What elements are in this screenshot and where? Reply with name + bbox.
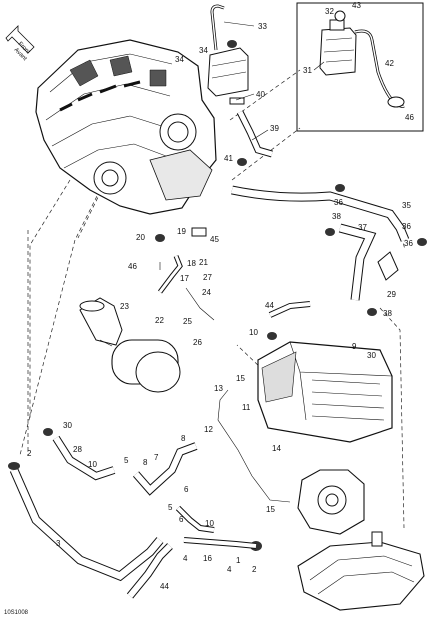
callout-15: 15 xyxy=(236,374,245,383)
upper-hoses xyxy=(231,110,410,301)
callout-36b: 36 xyxy=(402,222,411,231)
callout-labels: 33 34 34 40 39 41 32 43 31 42 46 36 35 3… xyxy=(27,1,414,591)
callout-4b: 4 xyxy=(227,565,232,574)
callout-4: 4 xyxy=(183,554,188,563)
callout-34: 34 xyxy=(199,46,208,55)
callout-46: 46 xyxy=(405,113,414,122)
callout-32: 32 xyxy=(325,7,334,16)
callout-42: 42 xyxy=(385,59,394,68)
callout-36: 36 xyxy=(334,198,343,207)
callout-38b: 38 xyxy=(383,309,392,318)
callout-5b: 5 xyxy=(168,503,173,512)
callout-10c: 10 xyxy=(205,519,214,528)
callout-44b: 44 xyxy=(160,582,169,591)
callout-8b: 8 xyxy=(143,458,148,467)
callout-13: 13 xyxy=(214,384,223,393)
callout-10b: 10 xyxy=(88,460,97,469)
callout-7: 7 xyxy=(154,453,159,462)
callout-2b: 2 xyxy=(252,565,257,574)
callout-25: 25 xyxy=(183,317,192,326)
intercooler-unit xyxy=(257,341,393,443)
callout-30b: 30 xyxy=(63,421,72,430)
figure-code: 10S1008 xyxy=(4,610,29,616)
callout-23: 23 xyxy=(120,302,129,311)
callout-24: 24 xyxy=(202,288,211,297)
callout-44: 44 xyxy=(265,301,274,310)
callout-31: 31 xyxy=(303,66,312,75)
callout-37: 37 xyxy=(358,223,367,232)
callout-26: 26 xyxy=(193,338,202,347)
callout-30: 30 xyxy=(367,351,376,360)
callout-9: 9 xyxy=(352,342,357,351)
callout-10: 10 xyxy=(249,328,258,337)
reservoir-inset xyxy=(319,10,405,108)
callout-40: 40 xyxy=(256,90,265,99)
lower-hoses xyxy=(8,301,311,599)
callout-33: 33 xyxy=(258,22,267,31)
callout-34b: 34 xyxy=(175,55,184,64)
callout-12: 12 xyxy=(204,425,213,434)
front-direction-arrow: Front Avant xyxy=(5,25,35,62)
callout-38: 38 xyxy=(332,212,341,221)
callout-11: 11 xyxy=(242,403,251,412)
coolant-reservoir xyxy=(207,4,249,105)
callout-19: 19 xyxy=(177,227,186,236)
callout-6: 6 xyxy=(184,485,189,494)
callout-28: 28 xyxy=(73,445,82,454)
callout-14: 14 xyxy=(272,444,281,453)
inset-reservoir-box xyxy=(296,2,424,132)
callout-6b: 6 xyxy=(179,515,184,524)
callout-35: 35 xyxy=(402,201,411,210)
callout-22: 22 xyxy=(155,316,164,325)
exhaust-muffler xyxy=(79,297,181,393)
callout-1: 1 xyxy=(236,556,241,565)
callout-16: 16 xyxy=(203,554,212,563)
water-pump xyxy=(297,469,365,535)
callout-41: 41 xyxy=(224,154,233,163)
callout-8: 8 xyxy=(181,434,186,443)
callout-5: 5 xyxy=(124,456,129,465)
callout-18: 18 xyxy=(187,259,196,268)
callout-45: 45 xyxy=(210,235,219,244)
callout-17: 17 xyxy=(180,274,189,283)
callout-39: 39 xyxy=(270,124,279,133)
skid-plate xyxy=(297,531,425,611)
callout-21: 21 xyxy=(199,258,208,267)
center-small-hoses xyxy=(158,227,215,321)
callout-3: 3 xyxy=(56,539,61,548)
callout-20: 20 xyxy=(136,233,145,242)
callout-43: 43 xyxy=(352,1,361,10)
callout-46b: 46 xyxy=(128,262,137,271)
callout-29: 29 xyxy=(387,290,396,299)
callout-2: 2 xyxy=(27,449,32,458)
callout-36c: 36 xyxy=(404,239,413,248)
engine-assembly xyxy=(35,39,217,215)
callout-27: 27 xyxy=(203,273,212,282)
callout-15b: 15 xyxy=(266,505,275,514)
